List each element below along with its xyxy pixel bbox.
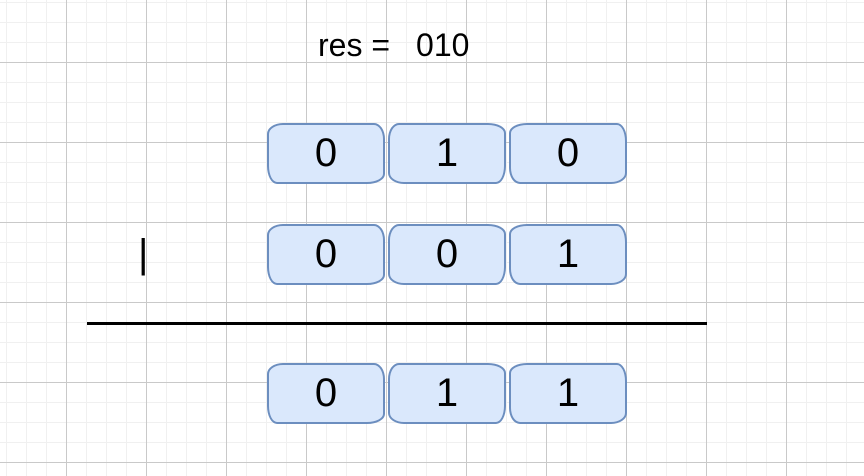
- result-label: res =: [318, 27, 391, 63]
- bit-value: 1: [435, 371, 459, 415]
- bit-cell-a2[interactable]: 0: [509, 123, 627, 184]
- bit-row-operand-a: 0 1 0: [267, 123, 627, 184]
- bit-value: 0: [556, 131, 580, 175]
- bit-cell-b1[interactable]: 0: [388, 224, 506, 285]
- bit-row-result: 0 1 1: [267, 363, 627, 424]
- result-expression[interactable]: res = 010: [318, 26, 469, 64]
- bit-cell-a1[interactable]: 1: [388, 123, 506, 184]
- bit-cell-r1[interactable]: 1: [388, 363, 506, 424]
- bit-value: 1: [435, 131, 459, 175]
- bit-value: 0: [314, 371, 338, 415]
- bit-cell-r0[interactable]: 0: [267, 363, 385, 424]
- bit-cell-a0[interactable]: 0: [267, 123, 385, 184]
- or-operator[interactable]: |: [138, 232, 149, 276]
- bit-cell-r2[interactable]: 1: [509, 363, 627, 424]
- bit-value: 1: [556, 232, 580, 276]
- result-value: 010: [416, 27, 470, 63]
- bit-value: 0: [435, 232, 459, 276]
- bit-value: 0: [314, 131, 338, 175]
- bit-cell-b0[interactable]: 0: [267, 224, 385, 285]
- bit-value: 1: [556, 371, 580, 415]
- bit-row-operand-b: 0 0 1: [267, 224, 627, 285]
- bit-cell-b2[interactable]: 1: [509, 224, 627, 285]
- result-separator-line[interactable]: [87, 322, 707, 325]
- bit-value: 0: [314, 232, 338, 276]
